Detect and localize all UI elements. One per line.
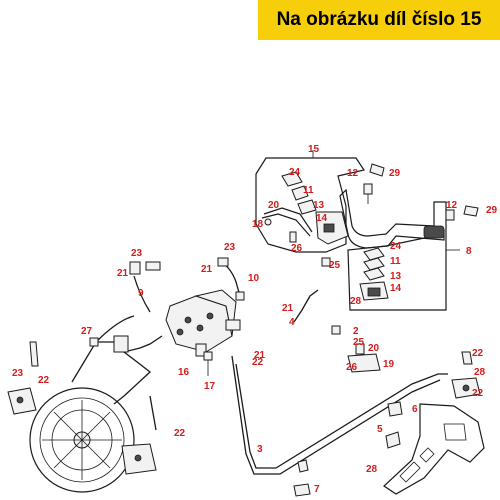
callout: 21	[201, 264, 213, 275]
callout: 28	[474, 367, 486, 378]
callout: 20	[368, 343, 380, 354]
front-caliper-right	[121, 443, 157, 475]
callout: 17	[204, 381, 216, 392]
callout: 16	[178, 367, 190, 378]
callout: 26	[346, 362, 358, 373]
left-brake-lever-assembly	[261, 171, 349, 245]
rear-swingarm	[383, 403, 485, 495]
callout: 11	[303, 185, 314, 196]
callout: 25	[329, 260, 341, 271]
callout: 5	[377, 424, 383, 435]
bolt-28-bottom	[293, 459, 311, 497]
callout: 15	[308, 144, 320, 155]
callout: 2	[353, 326, 359, 337]
callout: 22	[38, 375, 50, 386]
callout: 21	[254, 350, 266, 361]
bolt-12-left	[363, 183, 373, 204]
junction-block-27	[113, 335, 129, 353]
callout: 13	[313, 200, 325, 211]
front-caliper-left	[7, 341, 39, 415]
callout: 22	[252, 357, 264, 368]
callout: 22	[174, 428, 186, 439]
bolt-2	[331, 325, 341, 335]
callout: 28	[350, 296, 362, 307]
abs-modulator-16	[165, 289, 241, 357]
callout: 18	[252, 219, 264, 230]
callout: 10	[248, 273, 260, 284]
callout-labels: 15 12 29 24 11 13 14 20 18 26 12 29 8 23…	[12, 144, 498, 495]
callout: 8	[466, 246, 472, 257]
callout: 9	[138, 288, 144, 299]
callout: 25	[353, 337, 365, 348]
callout: 29	[486, 205, 498, 216]
callout: 13	[390, 271, 402, 282]
right-brake-lever-assembly	[359, 209, 455, 301]
callout: 19	[383, 359, 395, 370]
bolt-27	[89, 337, 99, 347]
callout: 21	[282, 303, 294, 314]
rear-brake-line-3	[235, 363, 448, 469]
callout: 7	[314, 484, 320, 495]
callout: 29	[389, 168, 401, 179]
callout: 20	[268, 200, 280, 211]
rear-caliper	[451, 351, 481, 399]
callout: 14	[390, 283, 402, 294]
callout: 22	[472, 348, 484, 359]
callout: 6	[412, 404, 418, 415]
handlebar	[339, 188, 445, 249]
callout: 23	[12, 368, 24, 379]
bolt-17	[203, 351, 213, 376]
callout: 21	[117, 268, 129, 279]
callout: 3	[257, 444, 263, 455]
front-wheel	[29, 387, 135, 493]
callout: 23	[224, 242, 236, 253]
rear-master-cylinder	[347, 343, 381, 373]
callout: 26	[291, 243, 303, 254]
callout: 24	[289, 167, 301, 178]
callout: 23	[131, 248, 143, 259]
line-to-9	[95, 315, 135, 343]
hose-clamp-10	[217, 257, 245, 301]
bolt-25	[321, 257, 331, 267]
callout: 12	[347, 168, 359, 179]
bolt-29-left	[369, 163, 385, 177]
front-brake-line-3	[149, 395, 157, 431]
callout: 11	[390, 256, 401, 267]
rear-brake-line-3b	[231, 355, 441, 475]
callout: 24	[390, 241, 402, 252]
clip-5	[385, 431, 401, 449]
front-brake-line-2	[113, 351, 151, 405]
line-4	[293, 289, 319, 323]
part-number-banner: Na obrázku díl číslo 15	[258, 0, 500, 40]
banner-text: Na obrázku díl číslo 15	[276, 9, 482, 30]
callout: 28	[366, 464, 378, 475]
callout: 27	[81, 326, 93, 337]
callout: 12	[446, 200, 458, 211]
right-grip	[423, 225, 445, 239]
hose-9	[129, 261, 161, 313]
bolt-29-right	[463, 205, 479, 217]
callout: 4	[289, 317, 295, 328]
callout: 22	[472, 388, 484, 399]
callout: 14	[316, 213, 328, 224]
clip-6	[387, 401, 403, 417]
